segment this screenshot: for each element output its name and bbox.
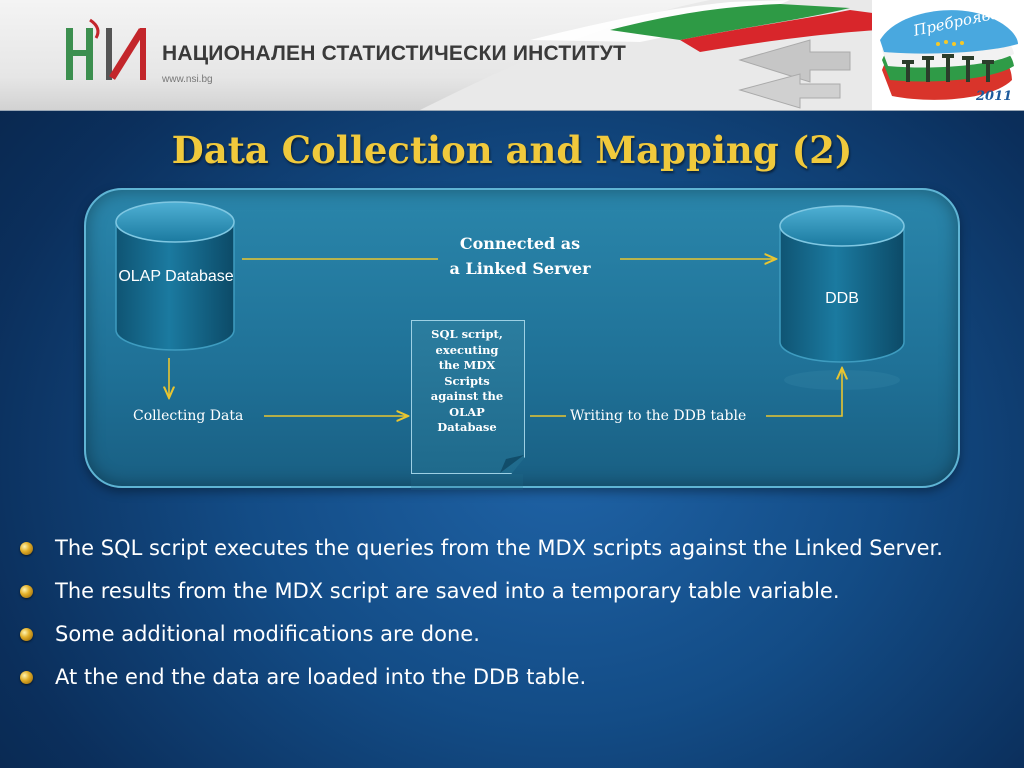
institute-website: www.nsi.bg [162, 74, 213, 85]
svg-text:2011: 2011 [975, 89, 1012, 104]
page-fold-icon [500, 455, 524, 473]
slide-title: Data Collection and Mapping (2) [171, 128, 853, 172]
institute-name: НАЦИОНАЛЕН СТАТИСТИЧЕСКИ ИНСТИТУТ [162, 42, 626, 65]
collecting-data-label: Collecting Data [133, 408, 244, 424]
linked-server-label: Connected as a Linked Server [449, 234, 591, 278]
writing-ddb-label: Writing to the DDB table [570, 408, 747, 424]
list-item: The SQL script executes the queries from… [18, 534, 1008, 563]
list-item: Some additional modifications are done. [18, 620, 1008, 649]
list-item: The results from the MDX script are save… [18, 577, 1008, 606]
bullet-icon [20, 542, 33, 555]
sql-script-text: SQL script, executing the MDX Scripts ag… [430, 327, 504, 434]
flag-wave-graphic [420, 0, 880, 110]
bullet-list: The SQL script executes the queries from… [18, 534, 1008, 706]
ddb-label: DDB [825, 290, 859, 307]
olap-database-label: OLAP Database [118, 268, 234, 285]
bullet-icon [20, 628, 33, 641]
bullet-icon [20, 671, 33, 684]
header-banner: НАЦИОНАЛЕН СТАТИСТИЧЕСКИ ИНСТИТУТ www.ns… [0, 0, 1024, 111]
census-logo: Преброяване 2011 [872, 0, 1024, 110]
census-logo-icon: Преброяване 2011 [880, 0, 1019, 104]
sql-script-document [411, 320, 525, 474]
bullet-icon [20, 585, 33, 598]
nsi-logo-icon [66, 18, 146, 80]
list-item: At the end the data are loaded into the … [18, 663, 1008, 692]
